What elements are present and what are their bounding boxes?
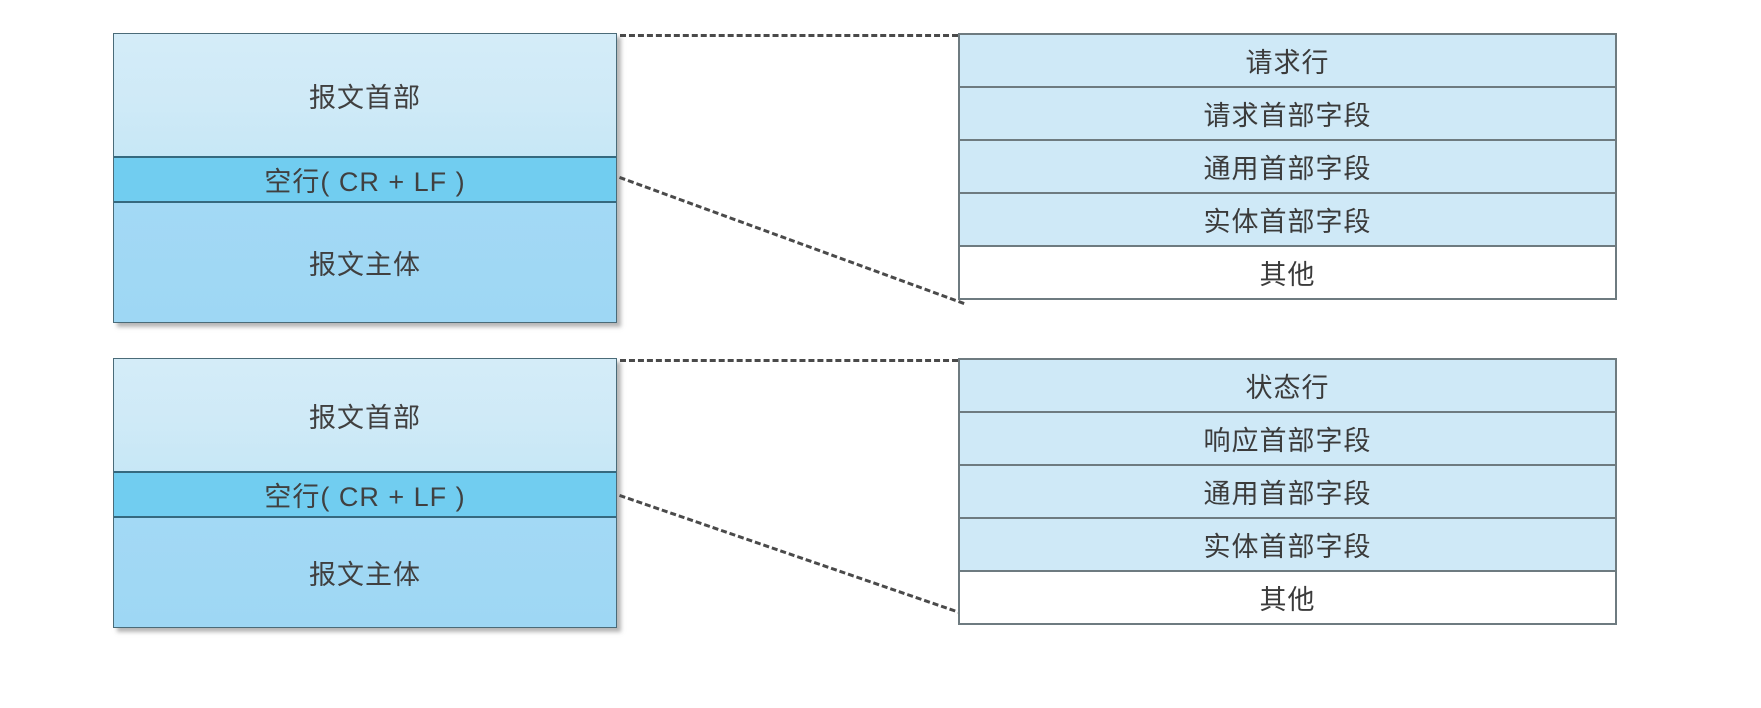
request-detail-row-label: 实体首部字段	[1203, 207, 1372, 237]
request-detail-row-label: 请求行	[1245, 48, 1330, 78]
table-row: 请求首部字段	[960, 88, 1615, 141]
table-row: 实体首部字段	[960, 519, 1615, 572]
table-row: 状态行	[960, 360, 1615, 413]
table-row: 通用首部字段	[960, 466, 1615, 519]
request-detail-row-label: 通用首部字段	[1203, 154, 1372, 184]
response-detail-table: 状态行 响应首部字段 通用首部字段 实体首部字段 其他	[958, 358, 1617, 625]
response-top-connector	[620, 359, 958, 362]
request-detail-table: 请求行 请求首部字段 通用首部字段 实体首部字段 其他	[958, 33, 1617, 300]
table-row: 响应首部字段	[960, 413, 1615, 466]
request-message-body-label: 报文主体	[309, 250, 421, 280]
response-detail-row-label: 实体首部字段	[1203, 532, 1372, 562]
request-detail-row-label: 其他	[1259, 260, 1316, 290]
request-message-body-row: 报文主体	[114, 203, 616, 322]
response-detail-row-label: 响应首部字段	[1203, 426, 1372, 456]
response-detail-row-label: 状态行	[1245, 373, 1330, 403]
request-top-connector	[620, 34, 958, 37]
table-row: 其他	[960, 572, 1615, 623]
table-row: 实体首部字段	[960, 194, 1615, 247]
response-message-header-label: 报文首部	[309, 402, 421, 433]
response-detail-row-label: 其他	[1259, 585, 1316, 615]
table-row: 通用首部字段	[960, 141, 1615, 194]
table-row: 请求行	[960, 35, 1615, 88]
response-blank-line-label: 空行( CR + LF )	[264, 482, 466, 512]
request-message-block: 报文首部 空行( CR + LF ) 报文主体	[113, 33, 617, 323]
response-message-body-label: 报文主体	[309, 560, 421, 590]
request-message-header-label: 报文首部	[309, 82, 421, 113]
response-bottom-connector	[619, 494, 965, 616]
response-blank-line-row: 空行( CR + LF )	[114, 471, 616, 518]
request-bottom-connector	[618, 176, 965, 305]
response-message-header-row: 报文首部	[114, 359, 616, 471]
response-message-block: 报文首部 空行( CR + LF ) 报文主体	[113, 358, 617, 628]
response-detail-row-label: 通用首部字段	[1203, 479, 1372, 509]
request-message-header-row: 报文首部	[114, 34, 616, 156]
request-blank-line-row: 空行( CR + LF )	[114, 156, 616, 203]
request-blank-line-label: 空行( CR + LF )	[264, 167, 466, 197]
table-row: 其他	[960, 247, 1615, 298]
request-detail-row-label: 请求首部字段	[1203, 101, 1372, 131]
response-message-body-row: 报文主体	[114, 518, 616, 627]
